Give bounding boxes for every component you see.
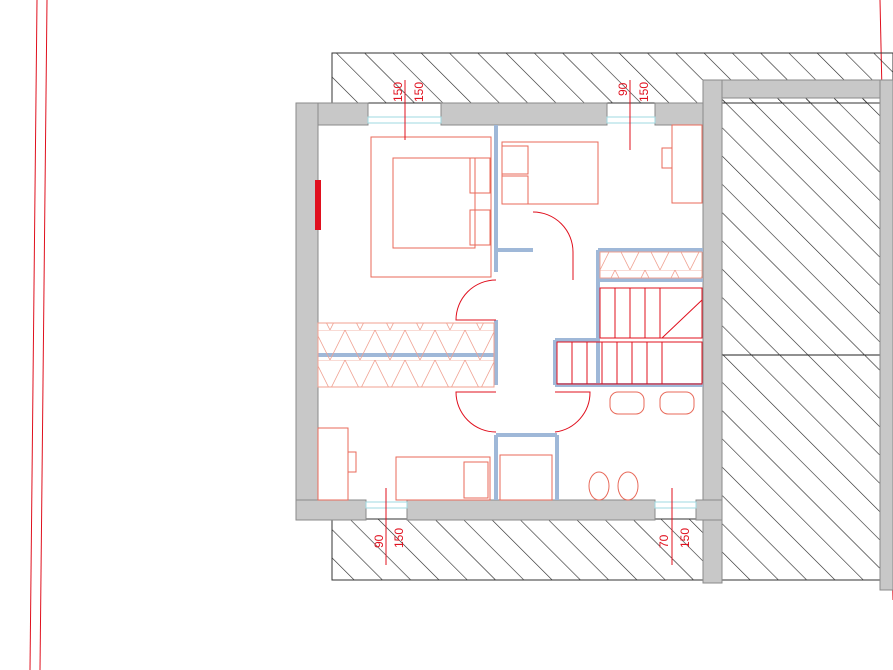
dim-top-right-b: 150	[637, 82, 651, 102]
dim-bottom-right-b: 150	[678, 528, 692, 548]
property-boundary-left	[29, 0, 48, 670]
staircase	[556, 287, 703, 385]
exterior-walls	[295, 79, 893, 591]
dim-top-left-a: 150	[391, 82, 405, 102]
dim-bottom-right-a: 70	[657, 534, 671, 548]
dimension-lines	[385, 80, 673, 565]
double-bed-top	[370, 136, 492, 278]
dim-bottom-left-a: 90	[372, 534, 386, 548]
dim-top-right-a: 90	[616, 82, 630, 96]
single-bed-top-right	[501, 124, 703, 205]
single-bed-bottom	[317, 427, 491, 501]
neighbor-building-hatch	[721, 96, 893, 581]
terrace-bottom-hatch	[331, 518, 723, 581]
wardrobe-right	[599, 251, 703, 279]
corridor-arches	[455, 211, 591, 433]
dim-top-left-b: 150	[412, 82, 426, 102]
dim-bottom-left-b: 150	[392, 528, 406, 548]
bathroom-fixtures	[499, 391, 695, 501]
wardrobe-left	[317, 322, 495, 388]
